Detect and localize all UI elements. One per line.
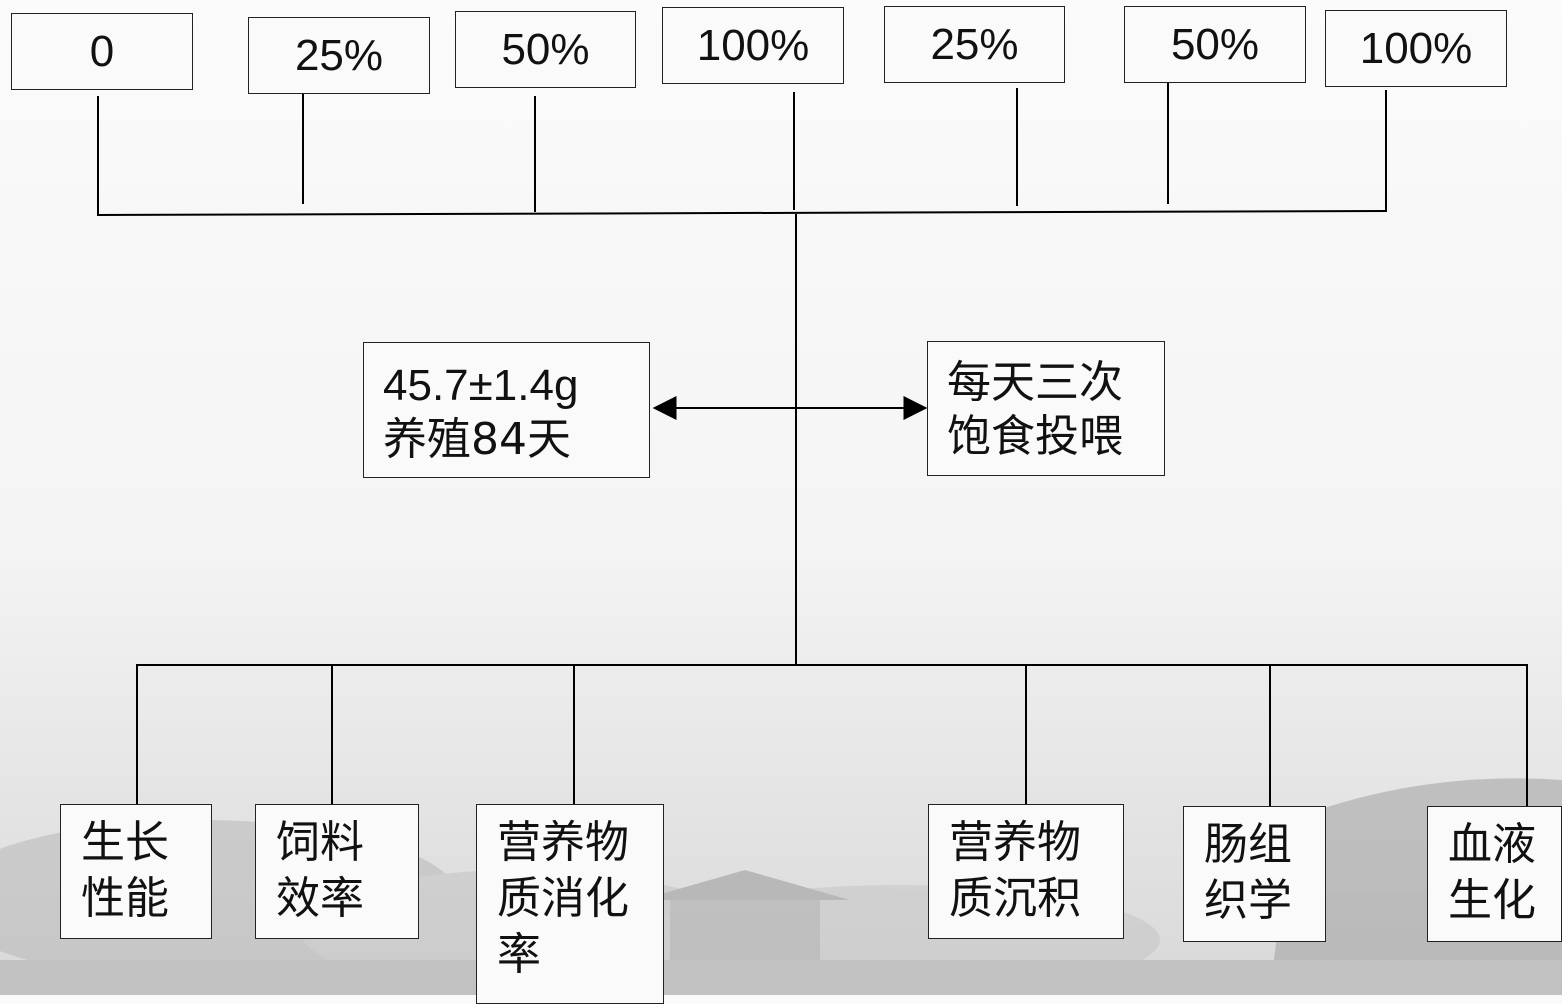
outcome-text: 性能	[81, 873, 169, 924]
outcome-box-histology: 肠组 织学	[1183, 806, 1326, 942]
level-box-2: 50%	[455, 11, 636, 88]
outcome-text: 饲料	[276, 817, 364, 868]
level-label: 100%	[1359, 23, 1473, 73]
outcome-text: 质消化	[497, 873, 629, 924]
level-box-5: 50%	[1124, 6, 1306, 83]
level-label: 25%	[930, 19, 1019, 69]
outcome-text: 生化	[1448, 875, 1536, 926]
feeding-box: 每天三次 饱食投喂	[927, 341, 1165, 476]
fish-weight-text: 45.7±1.4g	[383, 361, 579, 410]
outcome-box-growth: 生长 性能	[60, 804, 212, 939]
outcome-text: 质沉积	[949, 873, 1081, 924]
feeding-mode-text: 饱食投喂	[947, 411, 1123, 462]
outcome-text: 血液	[1448, 819, 1536, 870]
outcome-box-blood: 血液 生化	[1427, 806, 1562, 942]
feeding-frequency-text: 每天三次	[947, 357, 1123, 408]
level-label: 50%	[501, 24, 590, 74]
level-box-3: 100%	[662, 7, 844, 84]
outcome-box-retention: 营养物 质沉积	[928, 804, 1124, 939]
outcome-text: 效率	[276, 873, 364, 924]
outcome-text: 生长	[81, 817, 169, 868]
level-label: 25%	[294, 30, 384, 80]
outcome-text: 营养物	[497, 817, 629, 868]
fish-weight-box: 45.7±1.4g 养殖84天	[363, 342, 650, 478]
outcome-text: 肠组	[1204, 819, 1292, 870]
level-box-1: 25%	[248, 17, 430, 94]
level-box-6: 100%	[1325, 10, 1507, 87]
outcome-text: 率	[497, 929, 541, 980]
outcome-box-digestibility: 营养物 质消化 率	[476, 804, 664, 1004]
outcome-box-feed-efficiency: 饲料 效率	[255, 804, 419, 939]
culture-days-text: 养殖84天	[383, 414, 571, 465]
level-box-4: 25%	[884, 6, 1065, 83]
outcome-text: 营养物	[949, 817, 1081, 868]
top-bus-line	[96, 210, 1388, 216]
level-label: 50%	[1170, 19, 1260, 69]
level-label: 0	[89, 26, 115, 76]
level-box-0: 0	[11, 13, 193, 90]
outcome-text: 织学	[1204, 875, 1292, 926]
level-label: 100%	[696, 20, 810, 70]
